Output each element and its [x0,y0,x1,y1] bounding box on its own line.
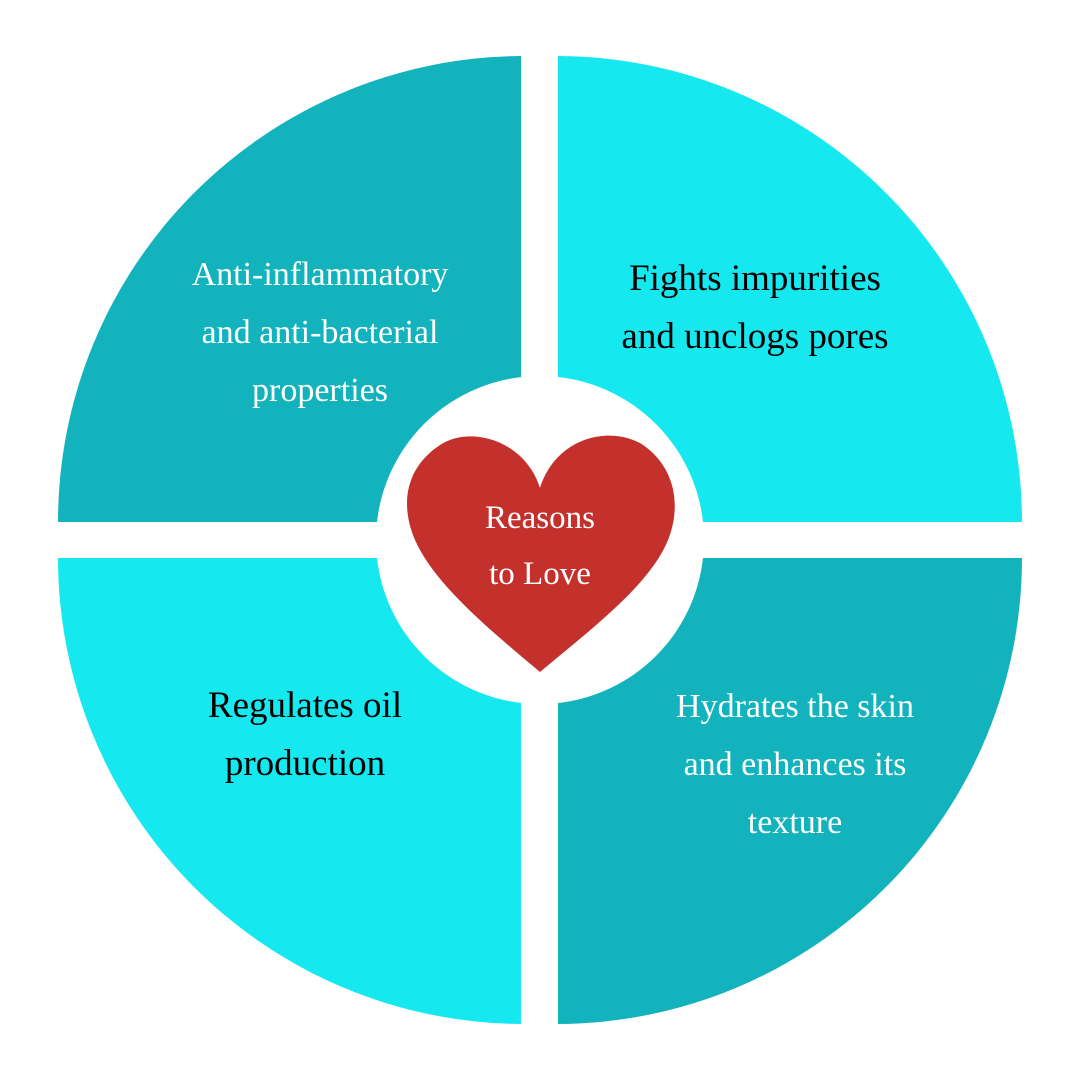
label-line: and enhances its [683,746,907,783]
label-line: and anti-bacterial [201,314,439,351]
quadrant-top-left [57,56,522,522]
label-line: Anti-inflammatory [191,256,449,293]
label-line: Hydrates the skin [676,688,914,725]
label-line: and unclogs pores [621,316,889,357]
heart-icon [407,435,675,672]
label-top-right: Fights impurities and unclogs pores [555,250,955,366]
center-title: Reasons to Love [440,490,640,602]
label-line: properties [252,372,388,409]
label-bottom-left: Regulates oil production [105,677,505,793]
label-line: Fights impurities [629,258,881,299]
label-line: Regulates oil [207,685,403,726]
center-line: Reasons [485,500,595,536]
label-top-left: Anti-inflammatory and anti-bacterial pro… [120,246,520,420]
quadrant-bottom-right [558,558,1022,1024]
center-line: to Love [489,556,591,592]
label-line: texture [747,804,843,841]
quadrant-bottom-left [57,558,522,1024]
quadrant-top-right [558,56,1022,522]
label-line: production [224,743,386,784]
label-bottom-right: Hydrates the skin and enhances its textu… [595,678,995,852]
